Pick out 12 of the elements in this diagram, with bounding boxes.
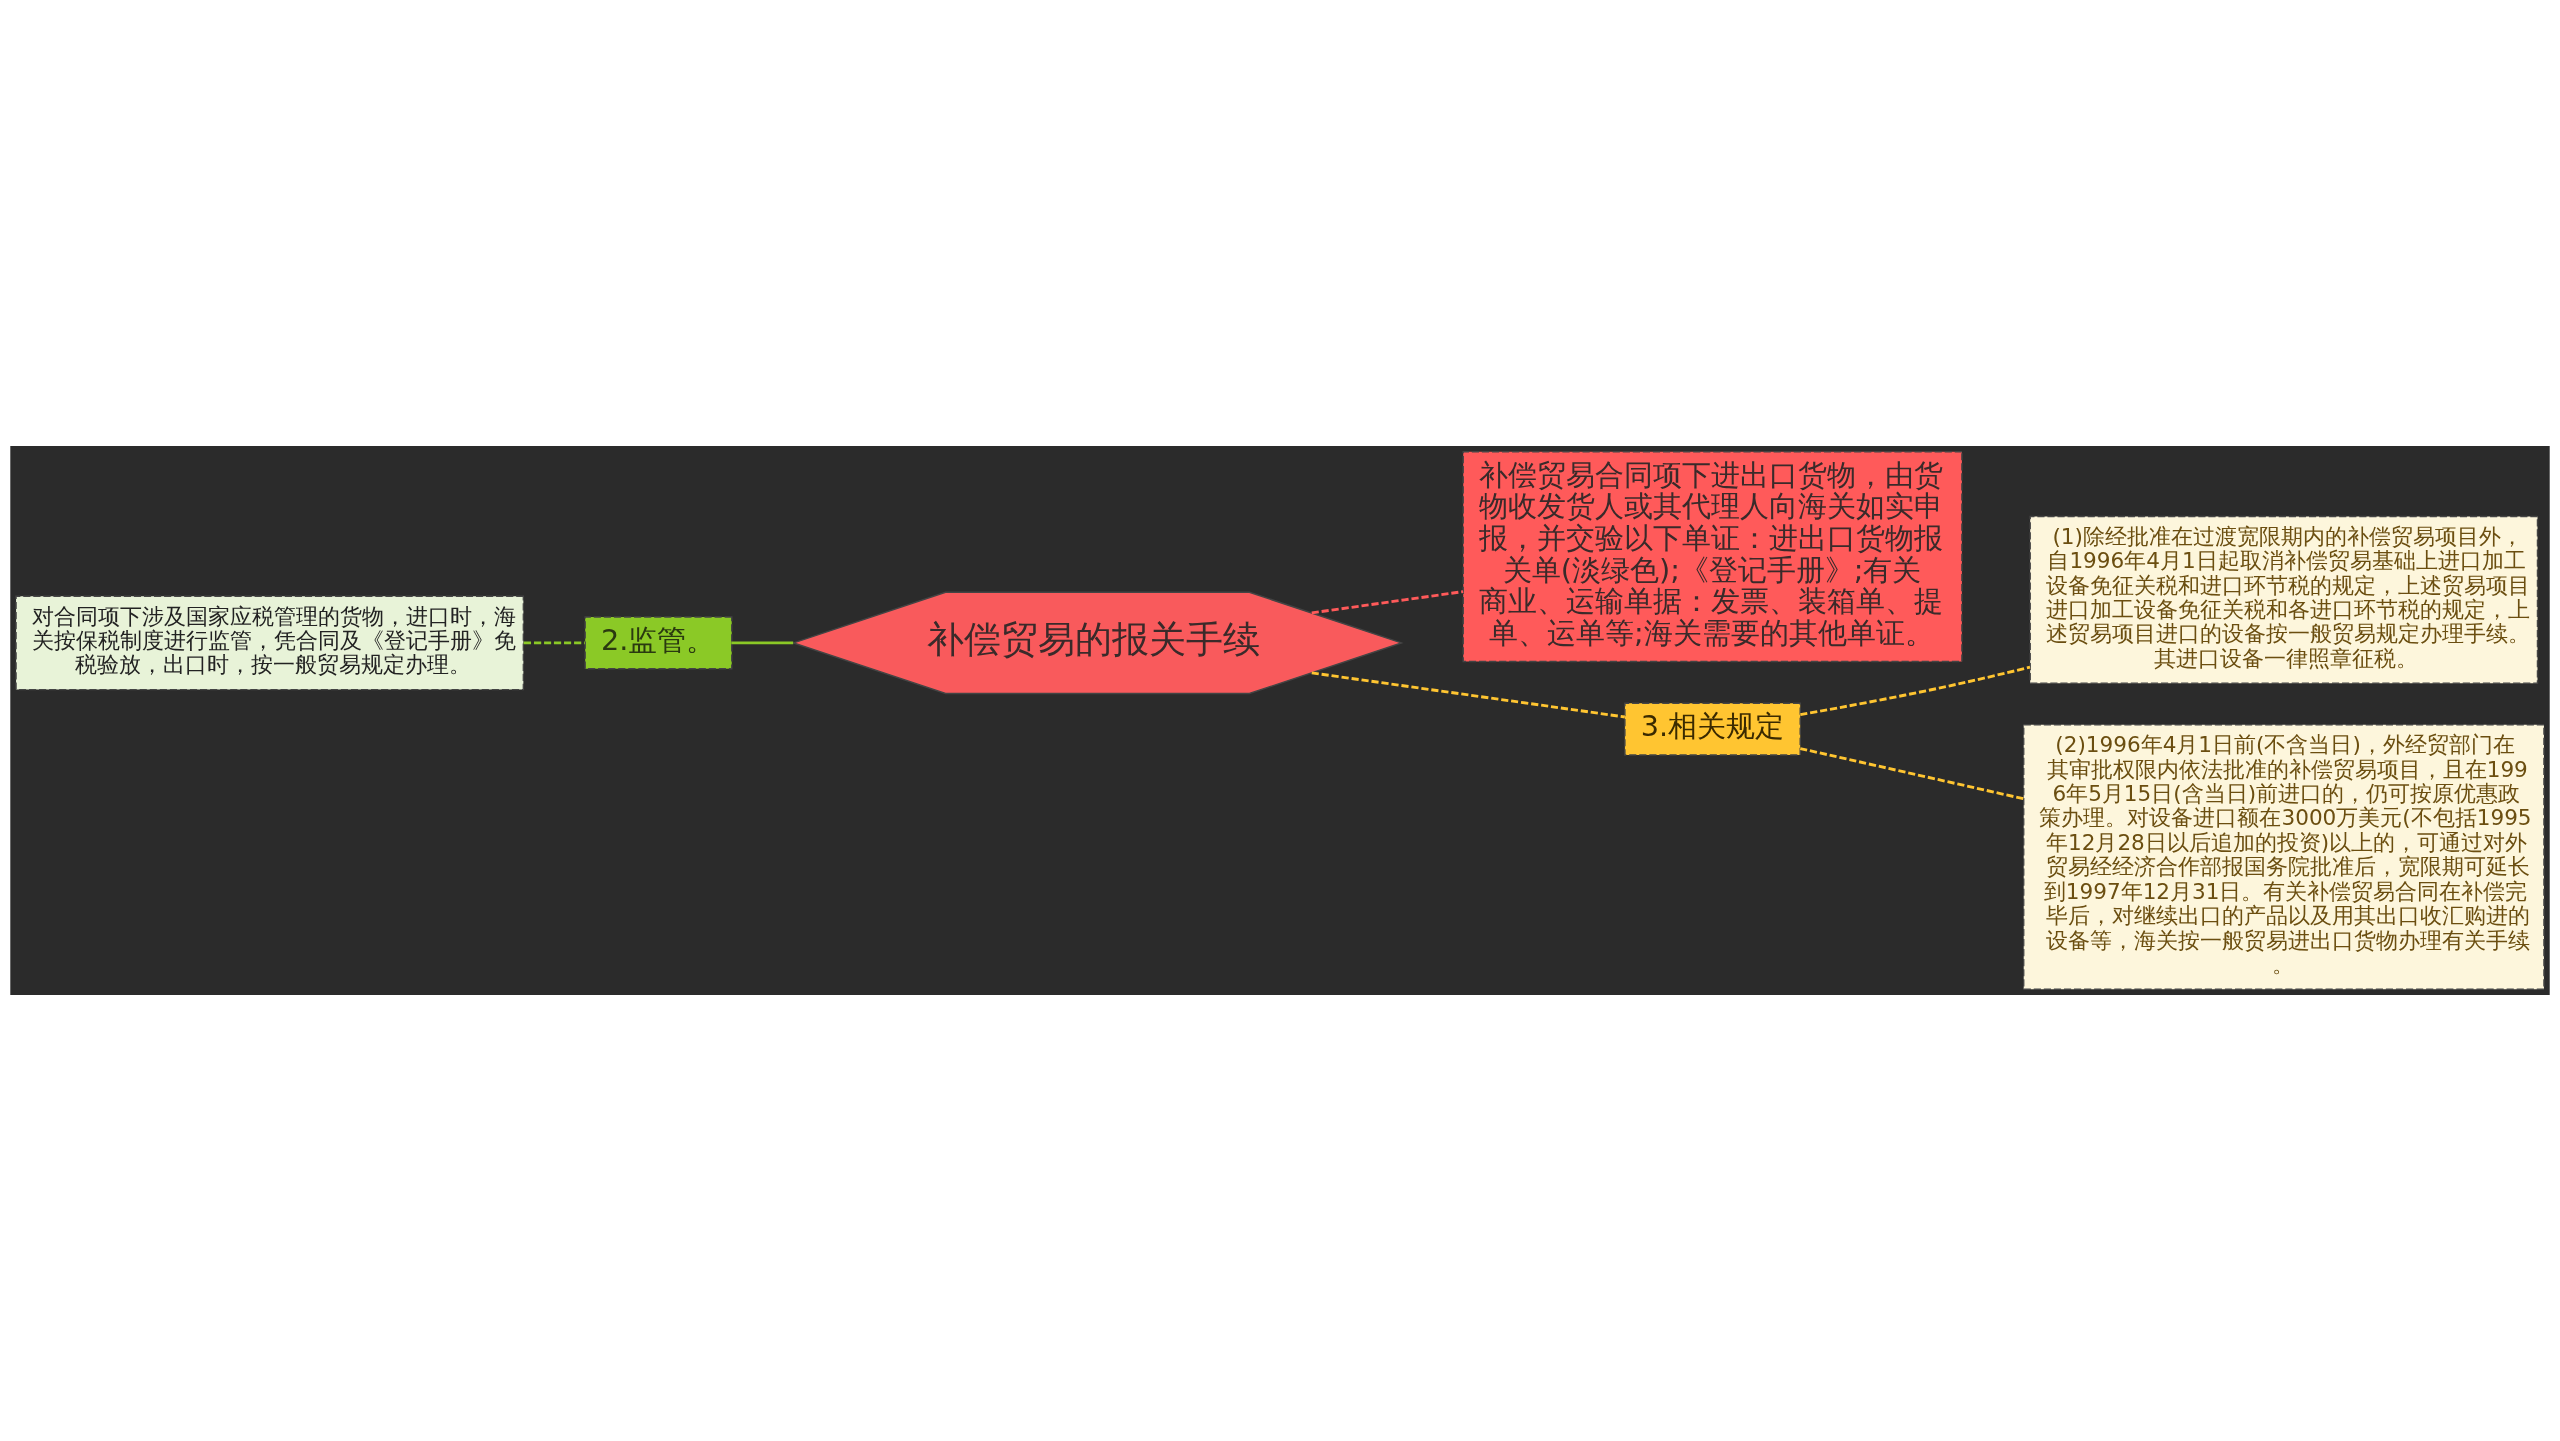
connector <box>731 641 794 645</box>
connector <box>1800 747 2024 801</box>
node-box: 3.相关规定 <box>1624 702 1801 756</box>
connector <box>1800 665 2031 717</box>
node-box: 对合同项下涉及国家应税管理的货物，进口时，海关按保税制度进行监管，凭合同及《登记手册》免税验放，出口时，按一般贸易规定办理。 <box>15 595 525 691</box>
node-box: (1)除经批准在过渡宽限期内的补偿贸易项目外，自1996年4月1日起取消补偿贸易基础上进口加工设备免征关税和进口环节税的规定，上述贸易项目进口加工设备免征关税和各进口环节税的规定，上述贸易项目进口的设备按一般贸易规定办理手续。其进口设备一律照章征税。 <box>2029 515 2539 684</box>
node-box: 补偿贸易合同项下进出口货物，由货物收发货人或其代理人向海关如实申报，并交验以下单证：进出口货物报关单(淡绿色);《登记手册》;有关商业、运输单据：发票、装箱单、提单、运单等;海关需要的其他单证。 <box>1462 451 1963 663</box>
node-box: 2.监管。 <box>584 616 733 670</box>
connector <box>1311 671 1625 719</box>
node-box: (2)1996年4月1日前(不含当日)，外经贸部门在其审批权限内依法批准的补偿贸易项目，且在1996年5月15日(含当日)前进口的，仍可按原优惠政策办理。对设备进口额在3000万美元(不包括1995年12月28日以后追加的投资)以上的，可通过对外贸易经经济合作部报国务院批准后，宽限期可延长到1997年12月31日。有关补偿贸易合同在补偿完毕后，对继续出口的产品以及用其出口收汇购进的设备等，海关按一般贸易进出口货物办理有关手续。 <box>2023 724 2545 990</box>
connector <box>1311 590 1464 615</box>
connector <box>523 641 585 645</box>
